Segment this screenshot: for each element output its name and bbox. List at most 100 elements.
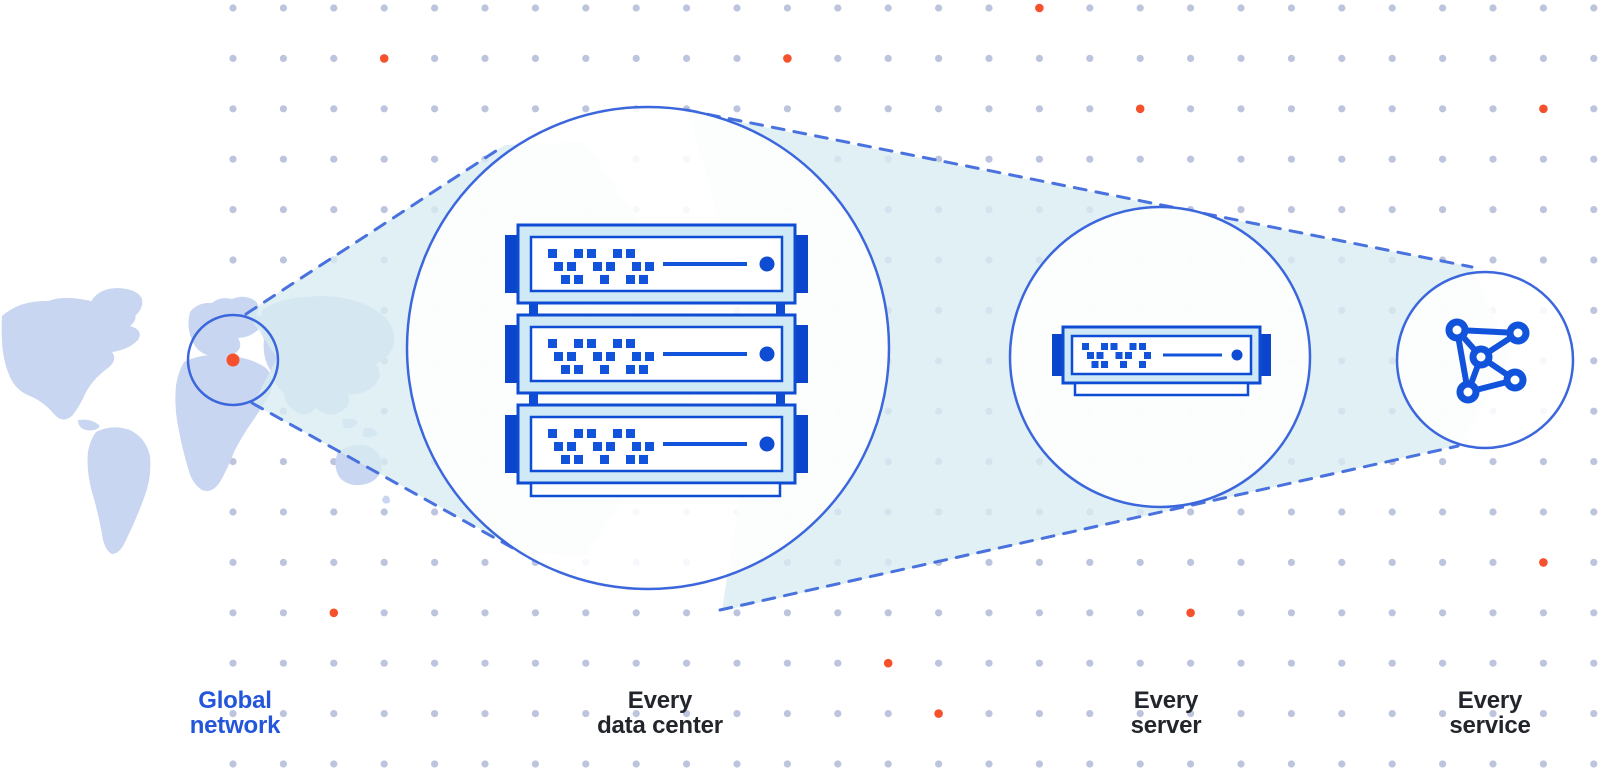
grid-dot (1338, 54, 1346, 63)
grid-dot (1590, 256, 1598, 264)
grid-dot (683, 4, 691, 12)
grid-dot (481, 105, 489, 113)
grid-dot (1590, 659, 1598, 667)
grid-dot (481, 54, 489, 63)
grid-dot (1590, 508, 1598, 516)
grid-dot (1237, 609, 1245, 617)
grid-dot (431, 558, 439, 567)
grid-dot (1439, 206, 1447, 214)
server-led (759, 436, 775, 452)
grid-dot (1539, 206, 1547, 214)
grid-dot (1489, 760, 1497, 768)
grid-dot (1237, 105, 1245, 113)
grid-dot (279, 458, 287, 466)
grid-dot (1590, 760, 1598, 768)
grid-dot (431, 659, 439, 667)
grid-dot (229, 155, 237, 163)
continent-shape (1, 297, 140, 420)
rack-ear-right (795, 415, 808, 473)
grid-dot (935, 105, 943, 113)
label-line-1: Every (627, 687, 693, 714)
grid-dot (481, 4, 489, 12)
grid-dot (884, 760, 892, 768)
grid-dot (1187, 659, 1195, 667)
dashed-beam-line (684, 108, 1474, 269)
grid-dot (1539, 458, 1547, 466)
grid-dot (279, 206, 287, 214)
mesh-node (1445, 318, 1469, 342)
grid-dot (431, 609, 439, 617)
server-led (1231, 349, 1243, 361)
grid-dot (783, 4, 792, 12)
vent-square (593, 442, 602, 451)
grid-dot (1388, 508, 1396, 516)
grid-dot (229, 609, 237, 617)
grid-dot (279, 558, 287, 567)
accent-dot (329, 608, 339, 618)
grid-dot (1590, 609, 1598, 617)
rack-ear-right (1260, 334, 1271, 376)
grid-dot (330, 659, 338, 667)
grid-dot (1287, 609, 1295, 617)
grid-dot (481, 609, 489, 617)
grid-dot (834, 54, 842, 63)
grid-dot (1237, 54, 1245, 63)
grid-dot (1489, 710, 1497, 718)
grid-dot (1489, 206, 1497, 214)
label-line-2: data center (597, 712, 723, 739)
grid-dot (1590, 407, 1598, 415)
grid-dot (1590, 458, 1598, 466)
grid-dot (380, 609, 388, 617)
vent-square (632, 262, 641, 271)
grid-dot (1338, 659, 1346, 667)
vent-square (613, 249, 622, 258)
vent-square (574, 275, 583, 284)
grid-dot (1287, 4, 1295, 12)
vent-square (626, 249, 635, 258)
vent-square (587, 429, 596, 438)
vent-square (574, 249, 583, 258)
grid-dot (1439, 710, 1447, 718)
grid-dot (330, 105, 338, 113)
grid-dot (330, 206, 338, 214)
grid-dot (632, 4, 640, 12)
grid-dot (1590, 206, 1598, 214)
grid-dot (1136, 659, 1144, 667)
grid-dot (380, 760, 388, 768)
grid-dot (985, 659, 993, 667)
grid-dot (229, 206, 237, 214)
grid-dot (1136, 558, 1144, 567)
grid-dot (1136, 155, 1144, 163)
vent-square (574, 429, 583, 438)
grid-dot (683, 609, 691, 617)
grid-dot (632, 659, 640, 667)
grid-dot (683, 710, 691, 718)
grid-dot (985, 558, 993, 567)
grid-dot (632, 710, 640, 718)
grid-dot (582, 659, 590, 667)
vent-square (645, 352, 654, 361)
vent-square (548, 429, 557, 438)
rack-connector (529, 393, 538, 405)
grid-dot (1489, 558, 1497, 567)
vent-square (567, 262, 576, 271)
grid-dot (783, 760, 792, 768)
grid-dot (1388, 54, 1396, 63)
grid-dot (531, 4, 540, 12)
continent-shape (87, 427, 151, 554)
vent-square (600, 455, 609, 464)
grid-dot (279, 659, 287, 667)
grid-dot (1187, 54, 1195, 63)
grid-dot (1439, 4, 1447, 12)
grid-dot (1136, 54, 1144, 63)
grid-dot (733, 105, 741, 113)
grid-dot (380, 105, 388, 113)
accent-dot (1186, 608, 1195, 618)
grid-dot (1035, 558, 1043, 567)
grid-dot (1287, 206, 1295, 214)
vent-square (626, 365, 635, 374)
grid-dot (279, 54, 287, 63)
vent-square (1082, 343, 1089, 350)
dashed-beam-line (718, 444, 1460, 612)
